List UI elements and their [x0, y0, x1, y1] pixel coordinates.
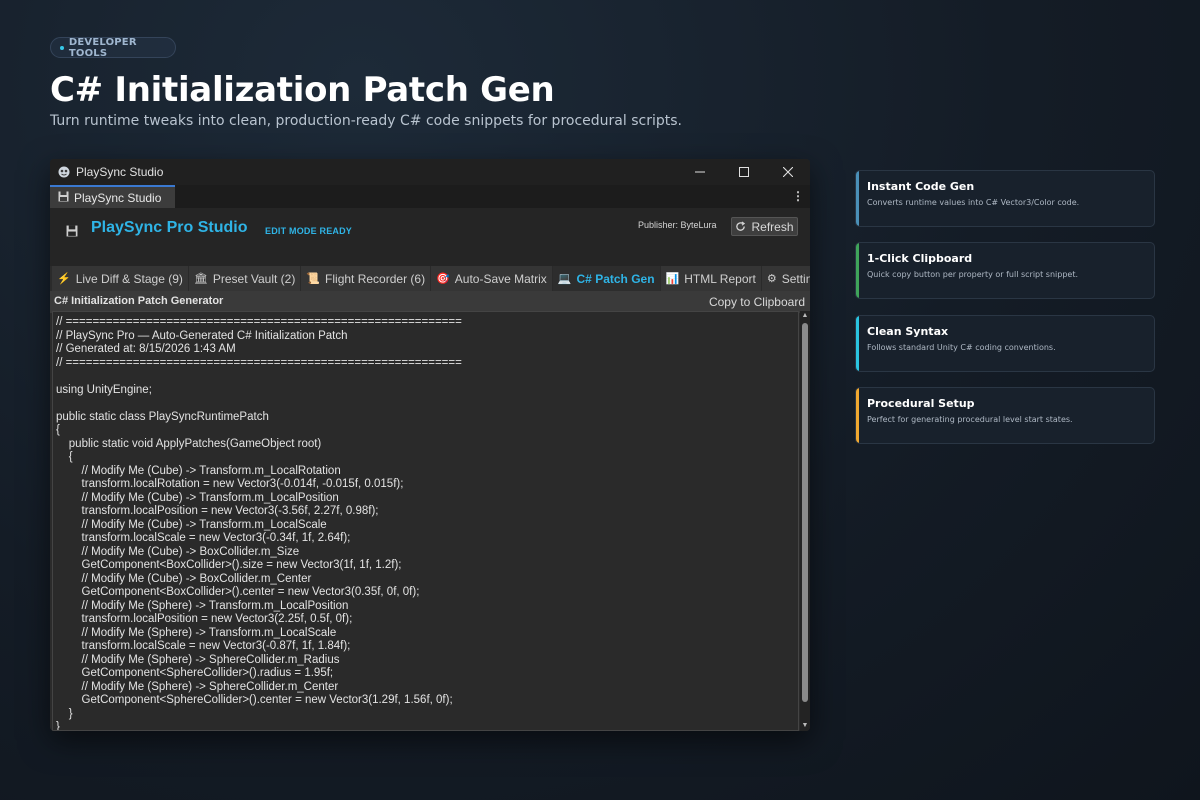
category-badge: DEVELOPER TOOLS — [50, 36, 176, 59]
tab-html-report[interactable]: 📊HTML Report — [660, 266, 762, 291]
maximize-button[interactable] — [722, 159, 766, 185]
app-logo-icon — [58, 166, 70, 178]
panel-title: C# Initialization Patch Generator — [54, 295, 224, 307]
close-icon — [783, 167, 793, 177]
studio-brand: PlaySync Pro Studio — [91, 219, 248, 236]
gear-icon: ⚙ — [766, 273, 777, 285]
scroll-down-icon[interactable]: ▼ — [801, 722, 809, 729]
floppy-icon — [66, 224, 78, 237]
chart-icon: 📊 — [665, 273, 680, 285]
card-accent — [856, 388, 859, 443]
refresh-icon — [736, 221, 746, 231]
more-options-icon[interactable]: ⋮ — [792, 189, 804, 203]
bank-icon: 🏛 — [193, 273, 208, 285]
feature-card-procedural-setup: Procedural Setup Perfect for generating … — [855, 387, 1155, 444]
dock-tab-bar: PlaySync Studio ⋮ — [50, 185, 810, 208]
card-title: Clean Syntax — [867, 325, 949, 338]
card-accent — [856, 316, 859, 371]
card-description: Converts runtime values into C# Vector3/… — [867, 198, 1080, 207]
dock-tab-label: PlaySync Studio — [74, 190, 162, 205]
card-title: 1-Click Clipboard — [867, 252, 973, 265]
tab-live-diff[interactable]: ⚡Live Diff & Stage (9) — [52, 266, 189, 291]
card-accent — [856, 243, 859, 298]
publisher-label: Publisher: ByteLura — [638, 220, 717, 230]
main-tab-bar: ⚡Live Diff & Stage (9) 🏛Preset Vault (2)… — [50, 266, 810, 291]
refresh-label: Refresh — [751, 219, 794, 234]
scrollbar-thumb[interactable] — [802, 323, 808, 702]
copy-to-clipboard-button[interactable]: Copy to Clipboard — [705, 292, 808, 312]
card-accent — [856, 171, 859, 226]
tab-csharp-patch-gen[interactable]: 💻C# Patch Gen — [552, 266, 661, 291]
minimize-button[interactable] — [678, 159, 722, 185]
card-description: Follows standard Unity C# coding convent… — [867, 343, 1056, 352]
close-button[interactable] — [766, 159, 810, 185]
computer-icon: 💻 — [557, 273, 572, 285]
page-subtitle: Turn runtime tweaks into clean, producti… — [50, 113, 682, 129]
tab-settings[interactable]: ⚙Settings — [761, 266, 810, 291]
target-icon: 🎯 — [436, 273, 450, 285]
feature-card-instant-code-gen: Instant Code Gen Converts runtime values… — [855, 170, 1155, 227]
mode-status: EDIT MODE READY — [265, 226, 353, 236]
card-description: Quick copy button per property or full s… — [867, 270, 1079, 279]
scroll-icon: 📜 — [306, 273, 321, 285]
dock-tab-playsync[interactable]: PlaySync Studio — [50, 185, 175, 208]
lightning-icon: ⚡ — [57, 273, 71, 285]
panel-toolbar: C# Initialization Patch Generator Copy t… — [50, 291, 810, 313]
refresh-button[interactable]: Refresh — [731, 217, 798, 236]
card-description: Perfect for generating procedural level … — [867, 415, 1073, 424]
page-title: C# Initialization Patch Gen — [50, 70, 555, 110]
floppy-icon — [58, 191, 69, 205]
maximize-icon — [739, 167, 749, 177]
feature-card-clean-syntax: Clean Syntax Follows standard Unity C# c… — [855, 315, 1155, 372]
window-titlebar[interactable]: PlaySync Studio — [50, 159, 810, 185]
window-title: PlaySync Studio — [76, 165, 164, 179]
card-title: Procedural Setup — [867, 397, 975, 410]
code-output[interactable]: // =====================================… — [52, 311, 799, 731]
tab-flight-recorder[interactable]: 📜Flight Recorder (6) — [301, 266, 432, 291]
badge-label: DEVELOPER TOOLS — [68, 36, 137, 59]
scroll-up-icon[interactable]: ▲ — [801, 312, 809, 319]
feature-card-clipboard: 1-Click Clipboard Quick copy button per … — [855, 242, 1155, 299]
tab-auto-save-matrix[interactable]: 🎯Auto-Save Matrix — [431, 266, 553, 291]
tab-preset-vault[interactable]: 🏛Preset Vault (2) — [188, 266, 302, 291]
minimize-icon — [695, 171, 705, 173]
generated-code: // =====================================… — [56, 316, 462, 731]
card-title: Instant Code Gen — [867, 180, 975, 193]
code-scrollbar[interactable]: ▲ ▼ — [800, 311, 810, 731]
badge-dot-icon — [60, 45, 64, 50]
app-window: PlaySync Studio PlaySync Studio ⋮ PlaySy… — [50, 159, 810, 731]
studio-header: PlaySync Pro Studio EDIT MODE READY Publ… — [50, 208, 810, 257]
